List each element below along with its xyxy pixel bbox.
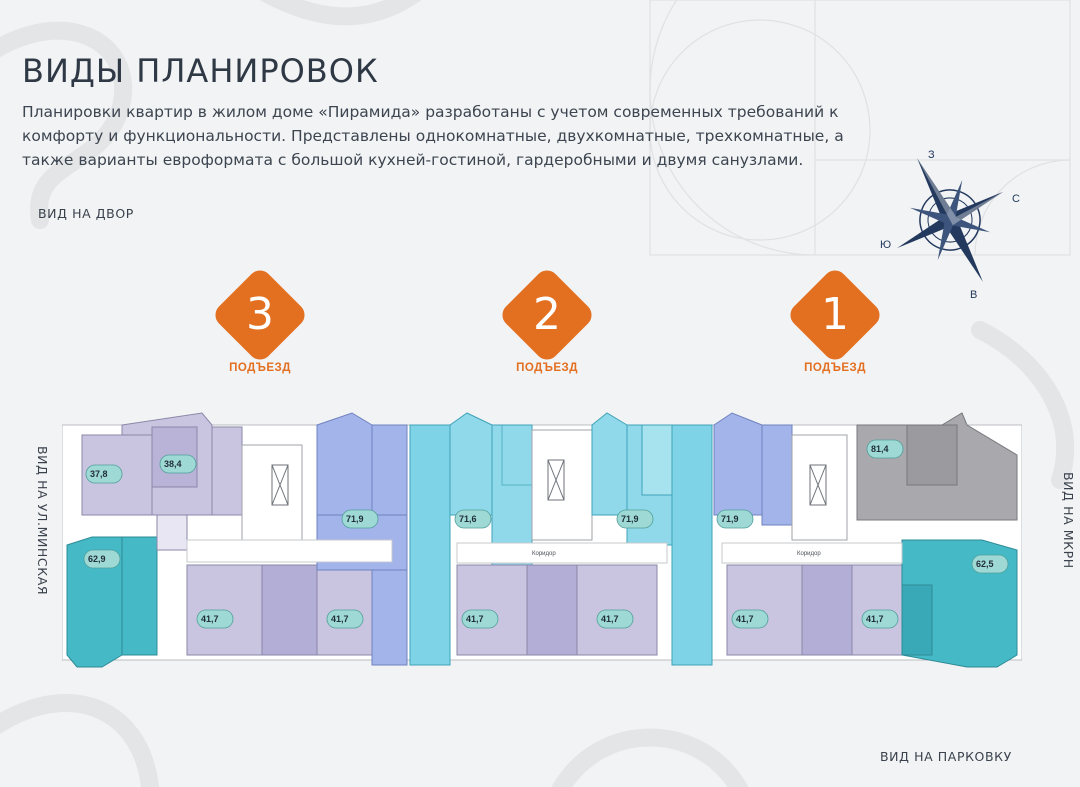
apartment-area-label: 62,5 <box>976 559 994 569</box>
apartment-area-label: 41,7 <box>866 614 884 624</box>
entrance-2-marker[interactable]: 2 ПОДЪЕЗД <box>490 265 610 376</box>
apartment-area-label: 71,9 <box>621 514 639 524</box>
apartment-area-label: 41,7 <box>601 614 619 624</box>
apartment-area-label: 41,7 <box>466 614 484 624</box>
section-entrance-2 <box>409 412 713 666</box>
apartment-area-label: 38,4 <box>164 459 182 469</box>
apartment-area-label: 37,8 <box>90 469 108 479</box>
entrance-number: 2 <box>533 289 561 340</box>
view-label-minskaya: ВИД НА УЛ.МИНСКАЯ <box>35 446 50 596</box>
entrance-3-marker[interactable]: 3 ПОДЪЕЗД <box>203 265 323 376</box>
apartment-3-3[interactable] <box>66 536 123 668</box>
page-description: Планировки квартир в жилом доме «Пирамид… <box>22 103 844 169</box>
entrance-label: ПОДЪЕЗД <box>516 362 578 374</box>
apartment-area-label: 71,6 <box>459 514 477 524</box>
apartment-2-2[interactable] <box>591 412 628 516</box>
compass-w-label: Ю <box>880 239 891 251</box>
apartment-area-label: 62,9 <box>88 554 106 564</box>
compass-s-label: В <box>970 289 977 300</box>
view-label-parking: ВИД НА ПАРКОВКУ <box>880 749 1012 764</box>
view-label-courtyard: ВИД НА ДВОР <box>38 206 134 221</box>
compass-rose-icon: З С В Ю <box>880 149 1020 300</box>
apartment-2-4[interactable] <box>576 564 658 656</box>
section-entrance-3 <box>66 412 408 668</box>
apartment-area-label: 41,7 <box>331 614 349 624</box>
apartment-area-label: 41,7 <box>201 614 219 624</box>
compass-e-label: С <box>1012 193 1020 205</box>
apartment-2-1[interactable] <box>449 412 493 516</box>
floor-plan: 37,8 38,4 62,9 41,7 41,7 71,9 71,6 41,7 … <box>62 412 1022 668</box>
apartment-area-label: 71,9 <box>346 514 364 524</box>
corridor-label: Коридор <box>797 551 821 557</box>
apartment-area-label: 41,7 <box>736 614 754 624</box>
view-label-microdistrict: ВИД НА МКРН <box>1061 472 1076 569</box>
compass-n-label: З <box>928 149 935 161</box>
entrance-number: 3 <box>246 289 274 340</box>
entrance-number: 1 <box>821 289 849 340</box>
section-entrance-1 <box>713 412 1018 668</box>
corridor-label: Коридор <box>532 551 556 557</box>
entrance-label: ПОДЪЕЗД <box>804 362 866 374</box>
apartment-1-1[interactable] <box>713 412 763 516</box>
apartment-area-label: 71,9 <box>721 514 739 524</box>
entrance-label: ПОДЪЕЗД <box>229 362 291 374</box>
apartment-3-6[interactable] <box>316 412 373 516</box>
apartment-2-3[interactable] <box>456 564 528 656</box>
entrance-1-marker[interactable]: 1 ПОДЪЕЗД <box>778 265 898 376</box>
apartment-area-label: 81,4 <box>871 444 889 454</box>
page-title: ВИДЫ ПЛАНИРОВОК <box>22 52 379 90</box>
